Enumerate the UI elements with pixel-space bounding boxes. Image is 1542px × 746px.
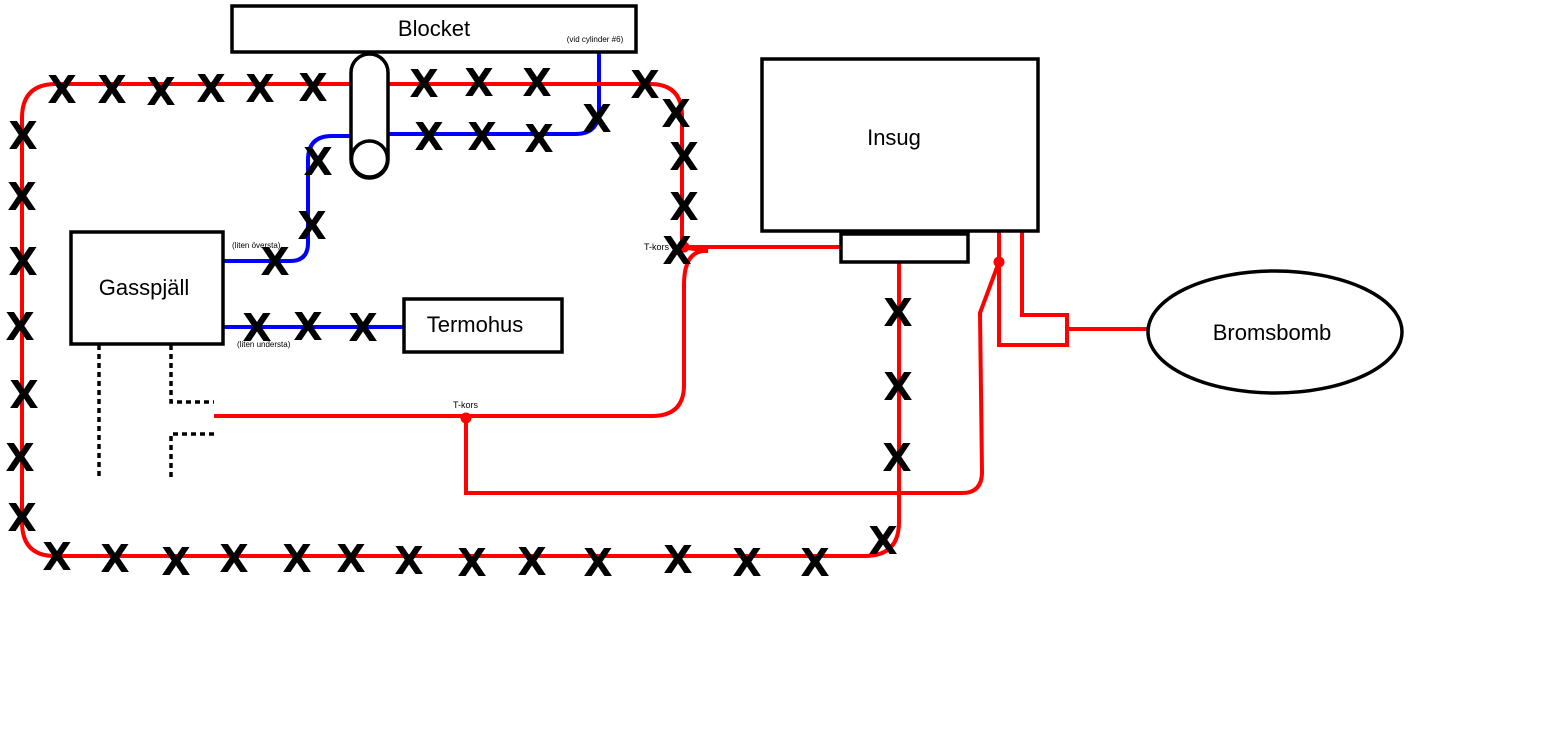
termohus-box: Termohus	[402, 297, 564, 354]
clamp-x-mark: X	[630, 63, 659, 107]
insug-port	[839, 232, 970, 264]
clamp-x-mark: X	[883, 365, 912, 409]
blocket-label: Blocket	[398, 16, 470, 41]
dotted-lines	[97, 345, 214, 480]
clamp-x-mark: X	[661, 92, 690, 136]
termohus-label: Termohus	[427, 312, 524, 337]
bromsbomb-label: Bromsbomb	[1213, 320, 1332, 345]
clamp-x-mark: X	[196, 67, 225, 111]
clamp-x-mark: X	[5, 436, 34, 480]
clamp-x-mark: X	[800, 541, 829, 585]
clamp-x-mark: X	[303, 140, 332, 184]
clamp-x-mark: X	[522, 61, 551, 105]
clamp-x-mark: X	[409, 62, 438, 106]
clamp-x-mark: X	[669, 185, 698, 229]
clamp-x-mark: X	[394, 539, 423, 583]
clamp-x-mark: X	[7, 496, 36, 540]
liten-oversta-label: (liten översta)	[232, 241, 281, 250]
coolant-hoses	[224, 53, 601, 329]
t-kors-upper-dot	[678, 241, 690, 253]
clamp-x-mark: X	[219, 537, 248, 581]
clamp-x-mark: X	[582, 97, 611, 141]
clamp-x-mark: X	[467, 115, 496, 159]
clamp-x-mark: X	[7, 175, 36, 219]
clamp-x-mark: X	[97, 68, 126, 112]
clamp-x-mark: X	[5, 305, 34, 349]
clamp-x-mark: X	[348, 306, 377, 350]
clamp-x-mark: X	[161, 540, 190, 584]
clamp-x-mark: X	[336, 537, 365, 581]
insug-box: Insug	[760, 57, 1040, 264]
clamp-x-mark: X	[868, 519, 897, 563]
clamp-x-mark: X	[457, 541, 486, 585]
clamp-x-mark: X	[242, 306, 271, 350]
coolant-hose-block-to-blocket	[388, 53, 601, 136]
clamp-x-mark: X	[882, 436, 911, 480]
insug-junction-dot	[993, 256, 1005, 268]
insug-label: Insug	[867, 125, 921, 150]
coolant-hose-gasspjall-to-block	[224, 134, 368, 263]
t-kors-lower-label: T-kors	[453, 400, 479, 410]
clamp-x-mark: X	[8, 240, 37, 284]
clamp-x-mark: X	[47, 68, 76, 112]
vacuum-hoses	[20, 82, 1148, 558]
clamp-x-mark: X	[517, 540, 546, 584]
blocket-box: Blocket (vid cylinder #6)	[230, 4, 638, 54]
clamp-x-mark: X	[9, 373, 38, 417]
vacuum-hose-lower-t-kors-loop	[464, 232, 1001, 495]
clamp-x-mark: X	[146, 70, 175, 114]
clamp-x-mark: X	[883, 291, 912, 335]
clamp-x-mark: X	[293, 305, 322, 349]
clamp-x-mark: X	[100, 537, 129, 581]
gasspjall-box: Gasspjäll	[69, 230, 225, 346]
vacuum-hose-t-kors-branch	[214, 245, 709, 418]
clamp-markers: X X X X X X X X X X X X X X X X X X X X …	[5, 61, 912, 585]
dotted-line-lower	[169, 432, 214, 480]
clamp-x-mark: X	[464, 61, 493, 105]
bromsbomb-ellipse: Bromsbomb	[1146, 269, 1404, 395]
gasspjall-label: Gasspjäll	[99, 275, 189, 300]
t-kors-upper-label: T-kors	[644, 242, 670, 252]
dotted-line-upper	[169, 345, 214, 404]
vacuum-hose-insug-to-bromsbomb-a	[997, 232, 1069, 347]
clamp-x-mark: X	[245, 67, 274, 111]
liten-understa-label: (liten understa)	[237, 340, 291, 349]
clamp-x-mark: X	[8, 114, 37, 158]
clamp-x-mark: X	[524, 117, 553, 161]
vacuum-hose-main-loop	[20, 82, 901, 558]
clamp-x-mark: X	[42, 535, 71, 579]
clamp-x-mark: X	[583, 541, 612, 585]
cylinder-fitting	[349, 52, 390, 180]
clamp-x-mark: X	[732, 541, 761, 585]
t-kors-lower-dot	[460, 412, 472, 424]
clamp-x-mark: X	[663, 538, 692, 582]
clamp-x-mark: X	[414, 115, 443, 159]
clamp-x-mark: X	[662, 229, 691, 273]
clamp-x-mark: X	[282, 537, 311, 581]
clamp-x-mark: X	[297, 204, 326, 248]
clamp-x-mark: X	[669, 135, 698, 179]
blocket-note: (vid cylinder #6)	[567, 35, 624, 44]
clamp-x-mark: X	[260, 240, 289, 284]
clamp-x-mark: X	[298, 66, 327, 110]
